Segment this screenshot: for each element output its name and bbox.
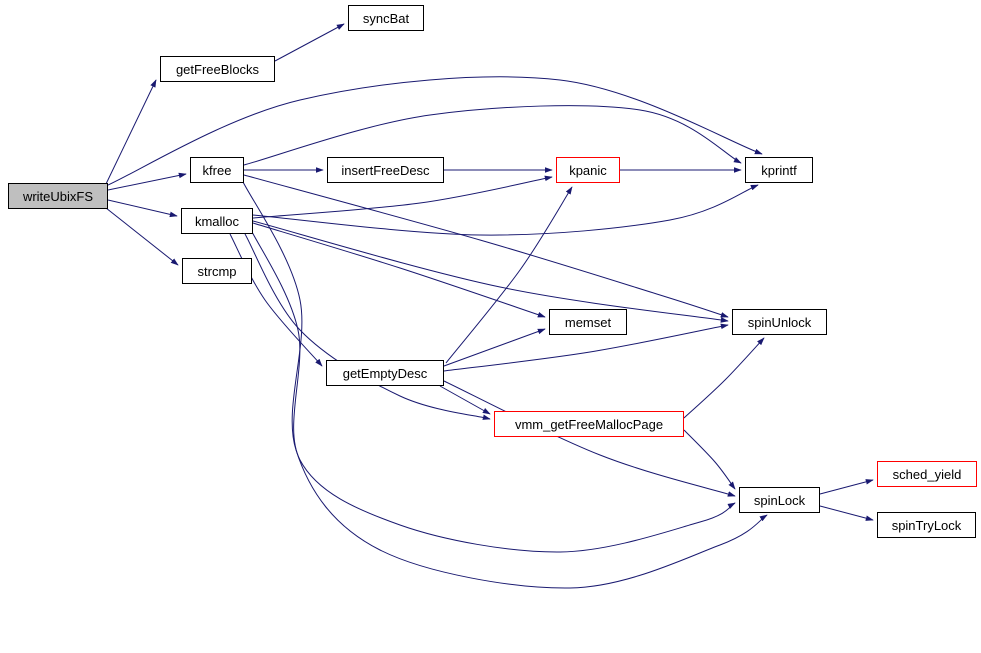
edge-writeUbixFS-strcmp [105,207,179,266]
edge-kmalloc-spinLock [249,227,736,553]
node-label: kprintf [761,162,797,178]
node-vmm_getFreeMallocPage[interactable]: vmm_getFreeMallocPage [494,411,684,437]
edge-kmalloc-kpanic [252,175,553,219]
edge-kmalloc-kprintf [252,184,759,236]
node-label: insertFreeDesc [341,162,430,178]
node-sched_yield[interactable]: sched_yield [877,461,977,487]
edge-kfree-spinUnlock [243,174,729,318]
node-label: spinTryLock [891,517,962,533]
node-label: strcmp [197,263,237,279]
edge-getEmptyDesc-spinLock [443,380,736,497]
edge-writeUbixFS-getFreeBlocks [105,79,157,185]
node-getEmptyDesc[interactable]: getEmptyDesc [326,360,444,386]
edge-writeUbixFS-kmalloc [107,199,178,218]
edge-vmm_getFreeMallocPage-spinUnlock [683,337,765,419]
node-label: spinLock [753,492,806,508]
edge-getEmptyDesc-vmm_getFreeMallocPage [439,385,491,415]
edge-kfree-kprintf [243,105,742,166]
node-label: vmm_getFreeMallocPage [514,416,664,432]
node-kpanic[interactable]: kpanic [556,157,620,183]
edge-getEmptyDesc-memset [443,328,546,367]
node-label: kpanic [569,162,607,178]
edge-writeUbixFS-kfree [107,172,187,191]
node-getFreeBlocks[interactable]: getFreeBlocks [160,56,275,82]
edge-writeUbixFS-kprintf [105,76,763,187]
node-kfree[interactable]: kfree [190,157,244,183]
node-label: kfree [202,162,232,178]
edge-kmalloc-spinUnlock [252,220,729,323]
node-spinUnlock[interactable]: spinUnlock [732,309,827,335]
node-memset[interactable]: memset [549,309,627,335]
edge-spinLock-sched_yield [819,479,874,495]
edge-kmalloc-getEmptyDesc [229,233,323,367]
edge-vmm_getFreeMallocPage-spinLock [683,429,736,490]
edge-getEmptyDesc-kpanic [445,186,573,364]
node-label: sched_yield [892,466,962,482]
edge-getEmptyDesc-spinUnlock [443,323,729,372]
node-label: syncBat [362,10,410,26]
node-writeUbixFS[interactable]: writeUbixFS [8,183,108,209]
node-insertFreeDesc[interactable]: insertFreeDesc [327,157,444,183]
node-label: getEmptyDesc [342,365,428,381]
node-kprintf[interactable]: kprintf [745,157,813,183]
node-strcmp[interactable]: strcmp [182,258,252,284]
node-spinTryLock[interactable]: spinTryLock [877,512,976,538]
node-label: memset [564,314,612,330]
edge-getFreeBlocks-syncBat [274,23,345,62]
node-label: writeUbixFS [22,188,94,204]
edge-kmalloc-vmm_getFreeMallocPage [244,233,491,420]
node-label: kmalloc [194,213,240,229]
node-spinLock[interactable]: spinLock [739,487,820,513]
edge-kmalloc-memset [252,222,546,318]
edge-spinLock-spinTryLock [819,505,874,521]
node-label: spinUnlock [747,314,812,330]
node-kmalloc[interactable]: kmalloc [181,208,253,234]
node-label: getFreeBlocks [175,61,260,77]
node-syncBat[interactable]: syncBat [348,5,424,31]
edge-kfree-spinLock [241,179,768,589]
